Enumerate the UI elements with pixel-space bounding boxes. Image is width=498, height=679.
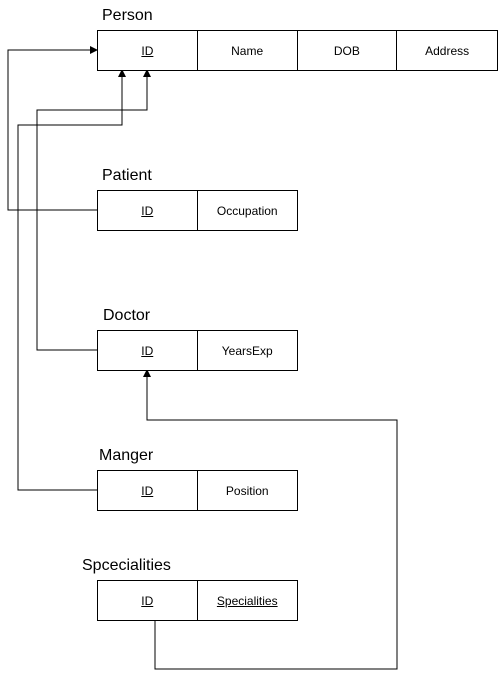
manager-position-cell: Position	[225, 483, 269, 498]
table-title-specialities: Spcecialities	[82, 557, 171, 574]
patient-id-cell: ID	[98, 191, 198, 230]
table-specialities: ID Specialities	[97, 580, 298, 621]
table-manager: ID Position	[97, 470, 298, 511]
person-name-cell: Name	[198, 31, 298, 70]
manager-id-cell: ID	[98, 471, 198, 510]
specialities-id-cell: ID	[98, 581, 198, 620]
link-patient-to-person	[7, 46, 98, 211]
table-person: ID Name DOB Address	[97, 30, 498, 71]
table-title-person: Person	[102, 7, 153, 24]
table-patient: ID Occupation	[97, 190, 298, 231]
link-doctor-to-person	[36, 69, 151, 351]
patient-occupation-cell: Occupation	[216, 203, 278, 218]
doctor-id-cell: ID	[98, 331, 198, 370]
person-id-cell: ID	[98, 31, 198, 70]
person-dob-cell: DOB	[298, 31, 398, 70]
table-title-patient: Patient	[102, 167, 152, 184]
table-title-manager: Manger	[99, 447, 154, 464]
table-doctor: ID YearsExp	[97, 330, 298, 371]
link-manager-to-person	[17, 69, 126, 491]
specialities-specialities-cell: Specialities	[216, 593, 278, 608]
doctor-yearsexp-cell: YearsExp	[221, 343, 273, 358]
person-address-cell: Address	[425, 43, 470, 58]
link-specialities-to-doctor	[143, 369, 398, 670]
table-title-doctor: Doctor	[103, 307, 151, 324]
